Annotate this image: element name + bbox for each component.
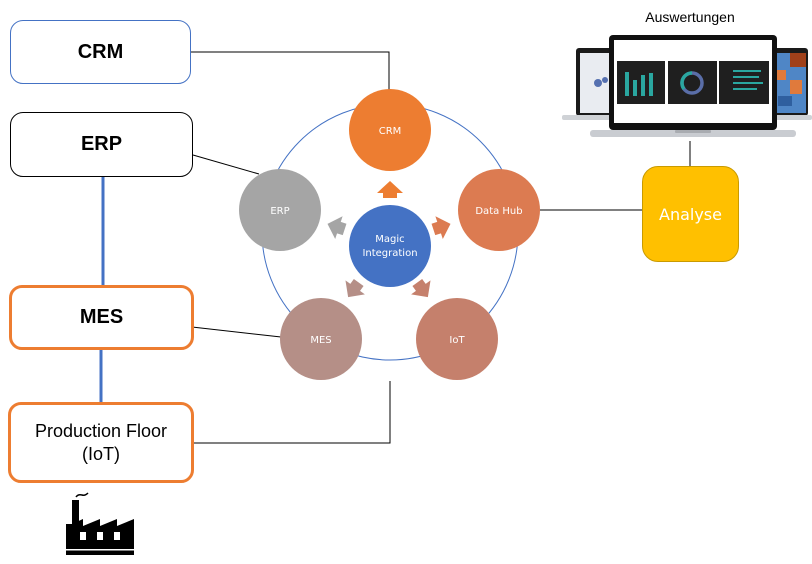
erp-box-label: ERP bbox=[80, 133, 123, 155]
node-iot-label: IoT bbox=[449, 335, 465, 346]
node-crm[interactable]: CRM bbox=[349, 89, 431, 171]
node-data-hub-label: Data Hub bbox=[475, 206, 522, 217]
arrow-to-crm bbox=[377, 181, 403, 198]
auswertungen-title: Auswertungen bbox=[645, 9, 735, 25]
node-iot[interactable]: IoT bbox=[416, 298, 498, 380]
arrow-to-mes bbox=[345, 279, 365, 298]
node-erp-label: ERP bbox=[270, 206, 289, 217]
erp-connector bbox=[192, 154, 260, 175]
production-floor-box[interactable]: Production Floor (IoT) bbox=[8, 402, 194, 483]
production-floor-label-line2: (IoT) bbox=[82, 443, 120, 464]
crm-box[interactable]: CRM bbox=[10, 20, 191, 84]
node-magic-integration[interactable]: Magic Integration bbox=[349, 205, 431, 287]
arrow-to-iot bbox=[411, 279, 431, 298]
analyse-label: Analyse bbox=[659, 204, 722, 224]
crm-box-label: CRM bbox=[77, 40, 124, 63]
factory-icon bbox=[66, 492, 134, 555]
mes-box[interactable]: MES bbox=[9, 285, 194, 350]
production-connector bbox=[194, 381, 391, 444]
node-mes[interactable]: MES bbox=[280, 298, 362, 380]
mes-box-label: MES bbox=[79, 306, 124, 328]
arrow-to-data-hub bbox=[431, 216, 451, 240]
crm-connector bbox=[191, 51, 390, 90]
center-label-line2: Integration bbox=[362, 248, 417, 259]
analyse-box[interactable]: Analyse bbox=[642, 166, 739, 262]
mes-connector bbox=[191, 326, 282, 338]
production-floor-label-line1: Production Floor bbox=[34, 420, 168, 441]
dashboard-laptops-image bbox=[562, 35, 812, 137]
erp-box[interactable]: ERP bbox=[10, 112, 193, 177]
center-label-line1: Magic bbox=[375, 234, 404, 245]
arrow-to-erp bbox=[327, 216, 347, 240]
node-mes-label: MES bbox=[310, 335, 331, 346]
node-crm-label: CRM bbox=[379, 126, 402, 137]
node-erp[interactable]: ERP bbox=[239, 169, 321, 251]
node-data-hub[interactable]: Data Hub bbox=[458, 169, 540, 251]
